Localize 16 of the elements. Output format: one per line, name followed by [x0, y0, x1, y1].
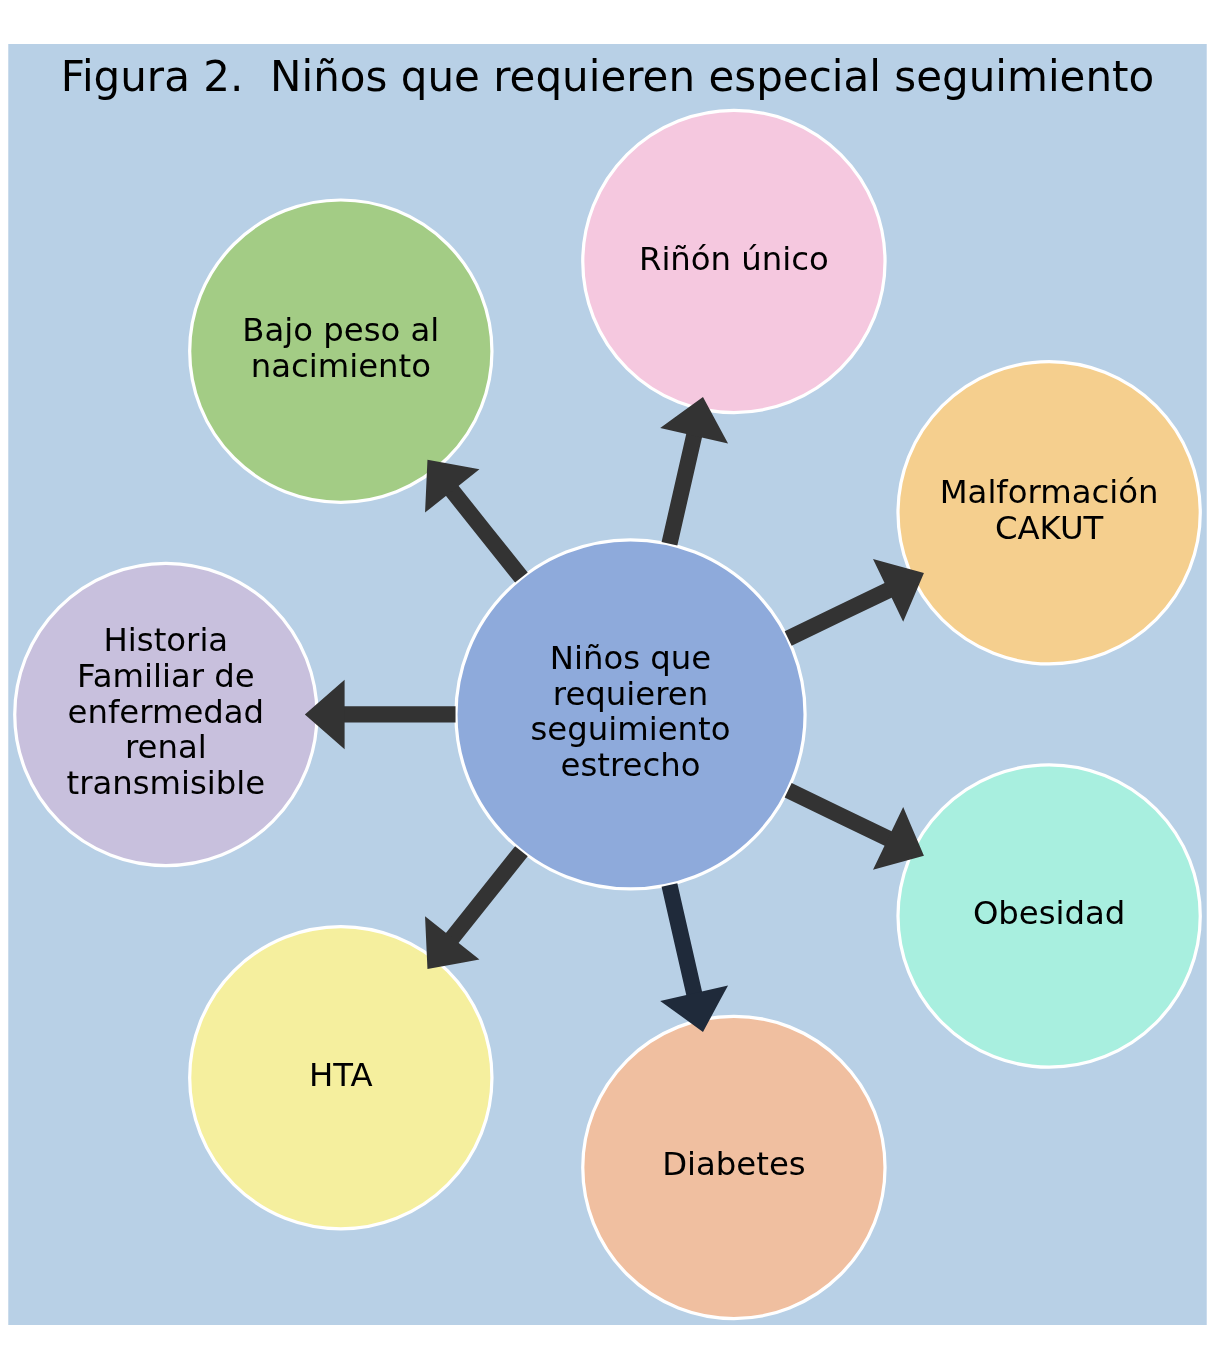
- arrow: [304, 679, 456, 750]
- arrow: [660, 396, 729, 546]
- node-circle: Bajo peso al nacimiento: [188, 198, 494, 504]
- arrow: [660, 883, 729, 1032]
- node-circle: Historia Familiar de enfermedad renal transmisible: [13, 561, 319, 868]
- arrow: [784, 559, 924, 646]
- arrow: [425, 846, 528, 970]
- node-circle: Malformación CAKUT: [896, 360, 1202, 666]
- node-circle: HTA: [188, 924, 494, 1231]
- node-circle: Niños que requieren seguimiento estrecho: [454, 538, 807, 891]
- diagram-title: Figura 2. Niños que requieren especial seguimiento: [60, 51, 1155, 101]
- arrow: [425, 459, 528, 583]
- arrow: [784, 783, 924, 870]
- node-circle: Riñón único: [581, 108, 887, 415]
- node-circle: Diabetes: [581, 1014, 887, 1321]
- node-circle: Obesidad: [896, 763, 1202, 1069]
